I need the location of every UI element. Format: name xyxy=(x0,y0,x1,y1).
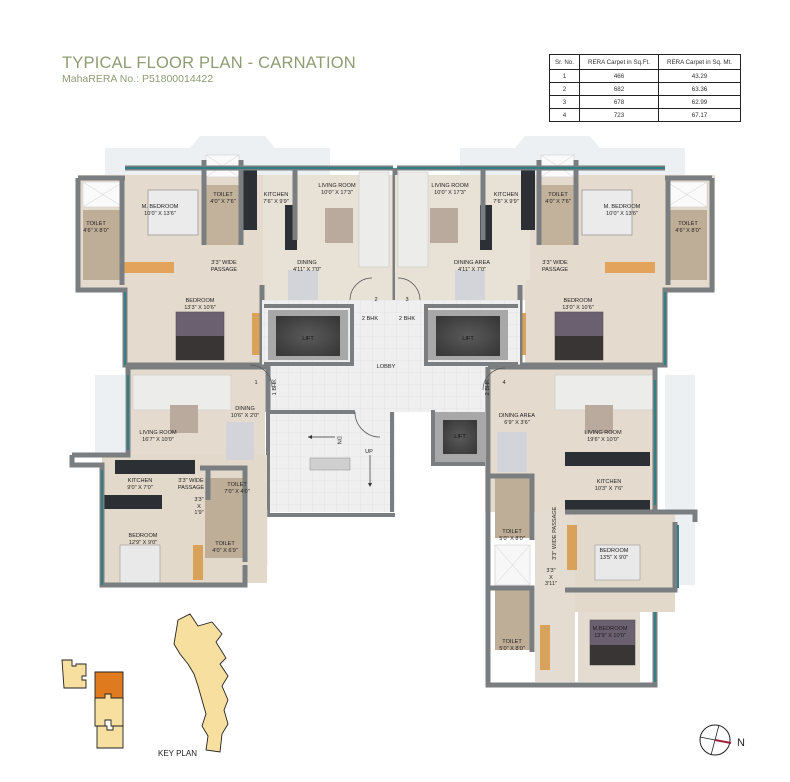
stair-down-label: DN xyxy=(335,436,342,445)
key-plan xyxy=(61,613,229,753)
door-number-3: 3 xyxy=(405,297,409,303)
unit-4 xyxy=(485,364,698,688)
compass-icon xyxy=(699,724,732,756)
rera-number: MahaRERA No.: P51800014422 xyxy=(62,73,214,85)
door-number-4: 4 xyxy=(502,380,506,386)
cell: 723 xyxy=(579,108,659,122)
door-number-2: 2 xyxy=(374,297,378,303)
lobby xyxy=(244,300,520,566)
unit-3 xyxy=(395,154,715,368)
lift-label-3: LIFT xyxy=(454,434,466,440)
lift-label-2: LIFT xyxy=(462,336,474,342)
door-number-1: 1 xyxy=(254,380,258,386)
unit-tag-2: 2 BHK xyxy=(361,316,379,322)
unit-1 xyxy=(69,364,271,588)
unit-tag-1: 1 BHK xyxy=(271,379,278,396)
room-passage-4: 3'3" WIDE PASSAGE xyxy=(551,506,558,560)
unit-tag-3: 2 BHK xyxy=(398,316,416,322)
north-label: N xyxy=(737,737,745,749)
page-title: TYPICAL FLOOR PLAN - CARNATION xyxy=(62,54,356,72)
key-plan-label: KEY PLAN xyxy=(158,749,197,758)
cell: 67.17 xyxy=(658,108,741,122)
lift-label-1: LIFT xyxy=(302,336,314,342)
unit-tag-4: 2 BHK xyxy=(484,379,491,396)
door-swings xyxy=(249,277,506,391)
lobby-label: LOBBY xyxy=(376,364,396,370)
stair-up-label: UP xyxy=(365,449,373,455)
area-table: Sr. No. RERA Carpet in Sq.Ft. RERA Carpe… xyxy=(549,54,741,122)
